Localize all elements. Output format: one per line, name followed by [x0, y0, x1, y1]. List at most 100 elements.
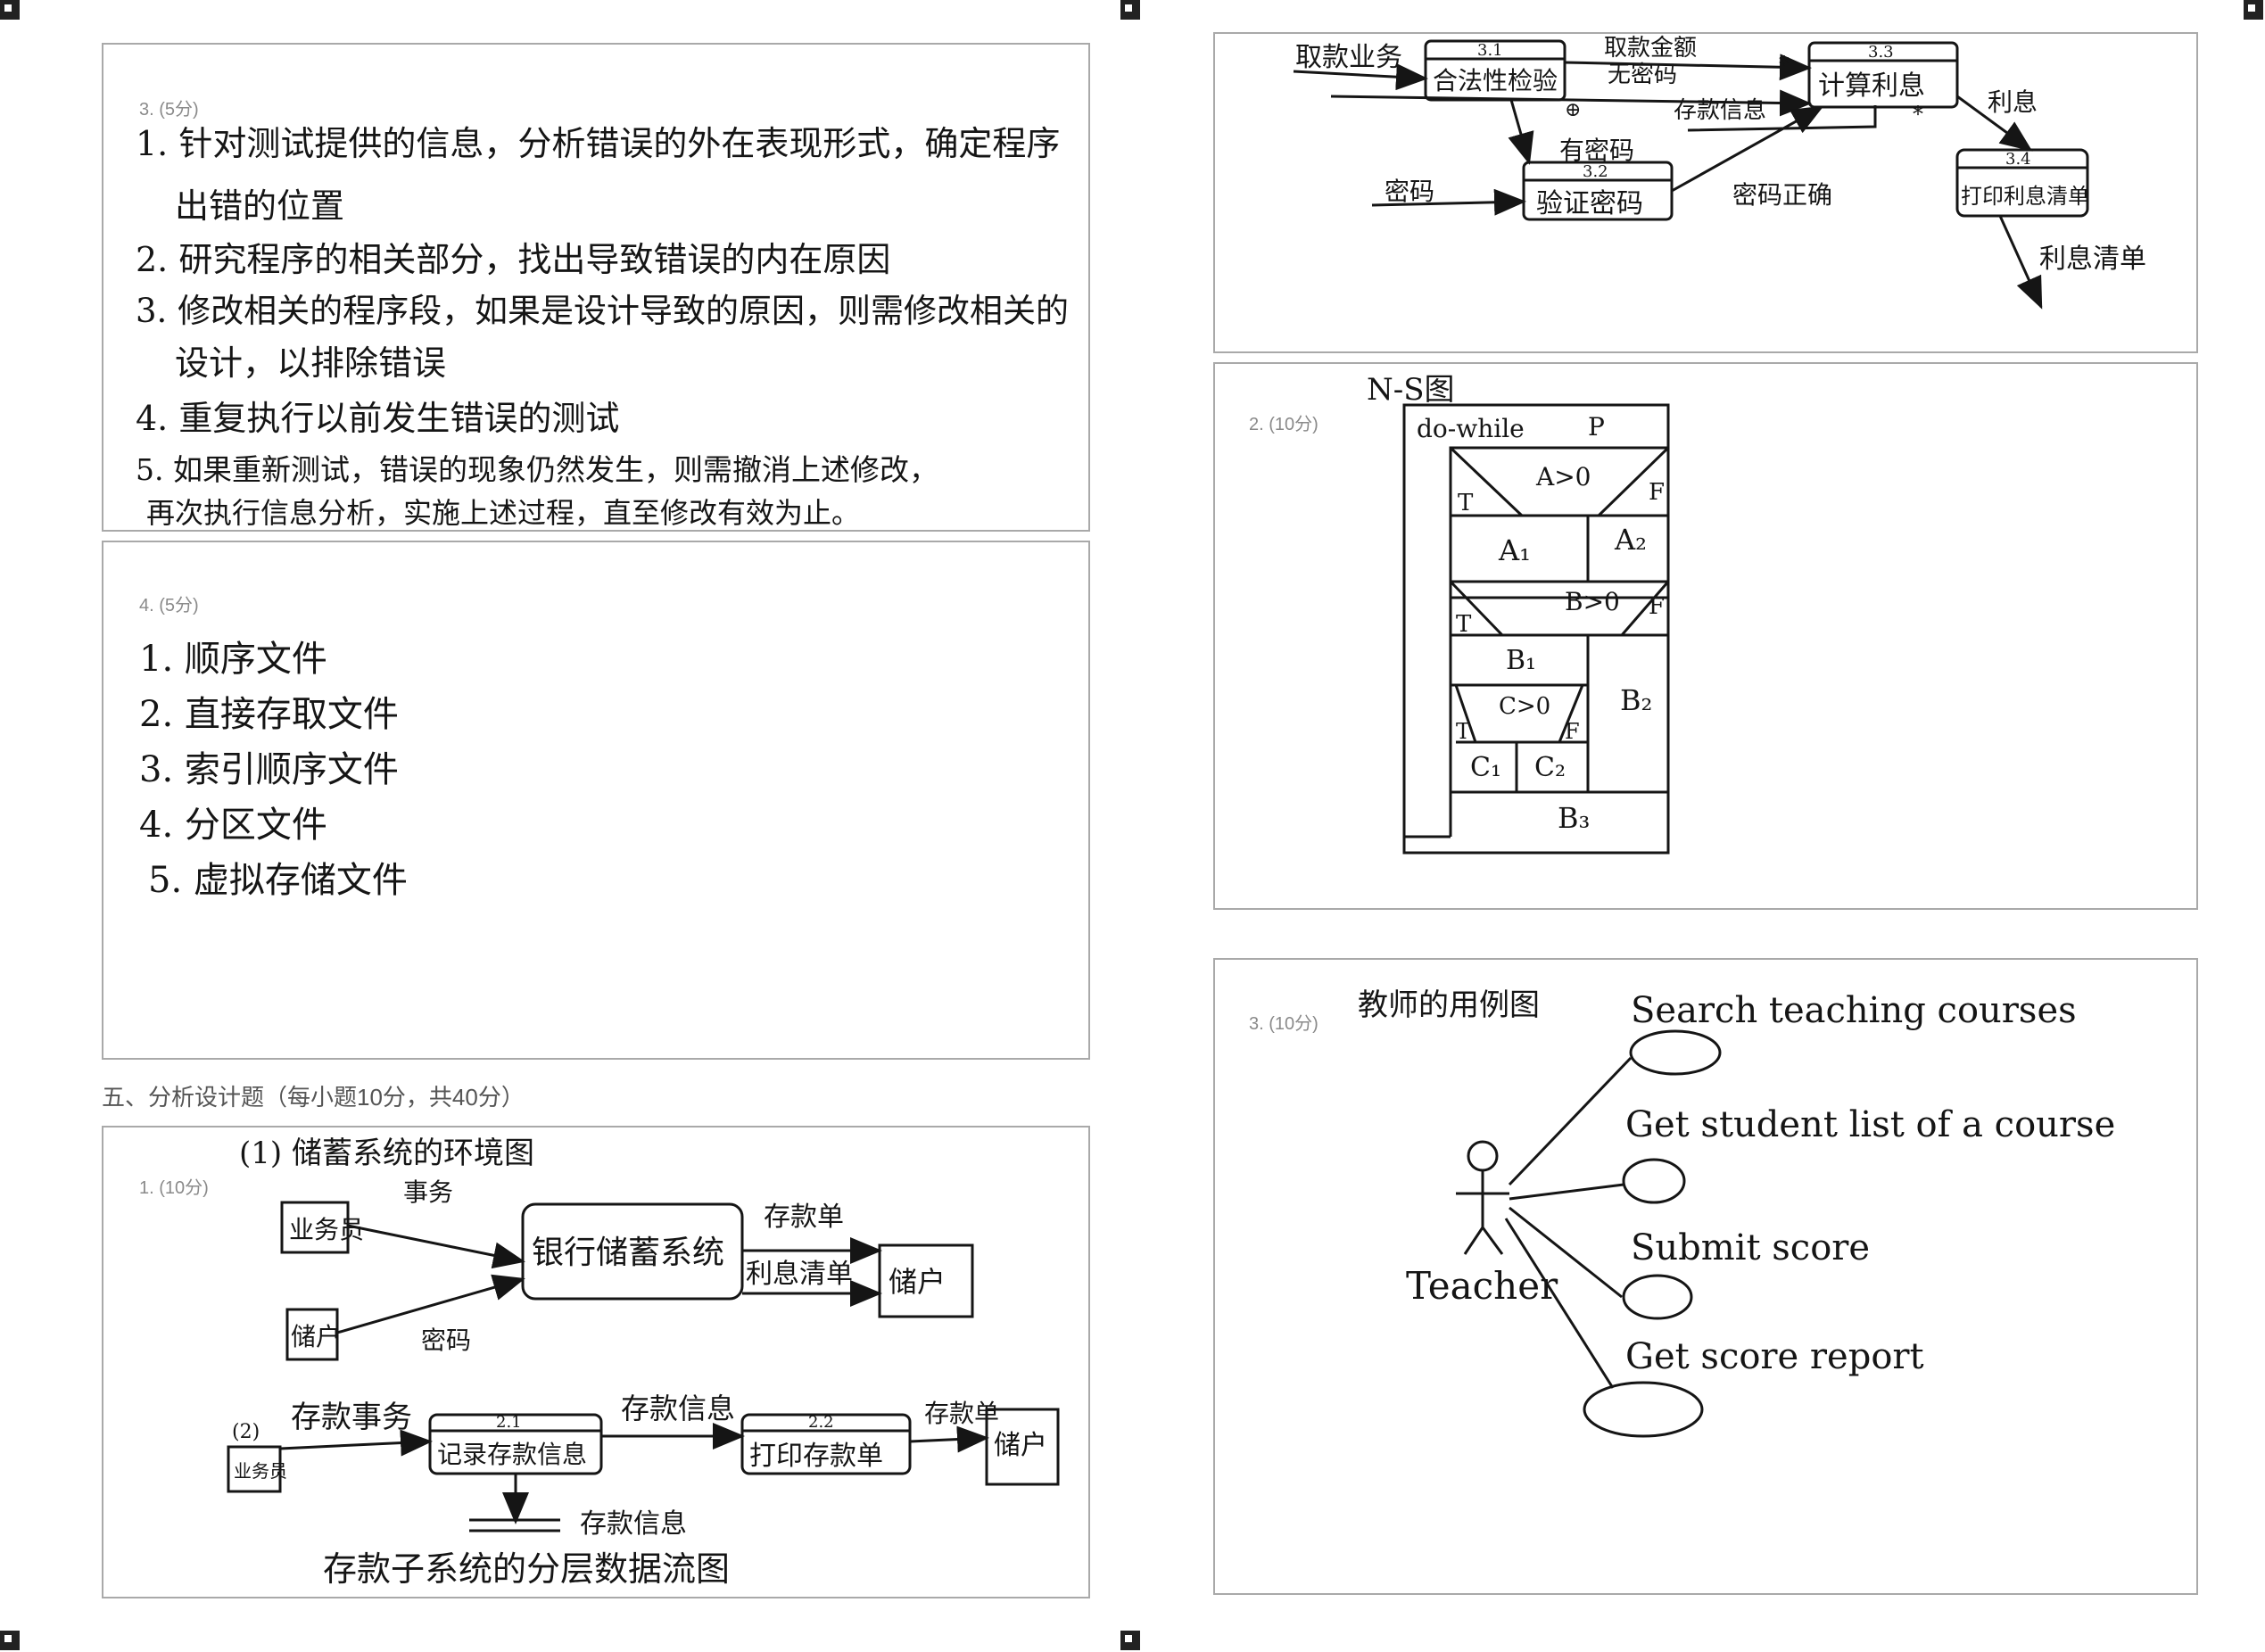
entity-depositor	[285, 1308, 339, 1361]
flow-pwdok-label: 密码正确	[1732, 180, 1832, 210]
flow-amount-label: 取款金额	[1604, 35, 1697, 62]
question-label: 1. (10分)	[139, 1177, 209, 1198]
entity-depositor-2	[985, 1408, 1060, 1486]
answer-line-5: 设计，以排除错误	[175, 343, 447, 383]
ns-b2: B₂	[1620, 683, 1652, 717]
process-2-2-name: 打印存款单	[749, 1441, 883, 1472]
corner-marker-top-left	[0, 0, 20, 20]
use-case-1-label: Search teaching courses	[1631, 990, 2077, 1031]
use-case-4-label: Get score report	[1625, 1336, 1924, 1377]
answer-box-r3: 3. (10分) 教师的用例图 Teacher Search teaching …	[1213, 958, 2198, 1595]
answer-line-8: 再次执行信息分析，实施上述过程，直至修改有效为止。	[146, 496, 861, 530]
ns-a2: A₂	[1614, 523, 1647, 557]
star-2: *	[1913, 102, 1923, 127]
flow-slip-label: 存款单	[764, 1202, 844, 1233]
flow-pwd-label: 密码	[1385, 177, 1434, 206]
corner-marker-top-right	[2244, 0, 2263, 20]
process-2-2	[740, 1413, 912, 1475]
process-3-4-id: 3.4	[2005, 150, 2031, 169]
ns-cond-b-shape	[1449, 580, 1670, 637]
process-3-1-name: 合法性检验	[1433, 66, 1558, 95]
entity-depositor-label: 储户	[291, 1322, 341, 1351]
data-store-label: 存款信息	[580, 1508, 687, 1540]
process-3-2-name: 验证密码	[1536, 188, 1643, 219]
process-3-2-id: 3.2	[1583, 162, 1608, 181]
flow-deposit-affair	[279, 1429, 433, 1457]
process-3-4-name: 打印利息清单	[1961, 184, 2089, 209]
system-label: 银行储蓄系统	[532, 1235, 724, 1271]
ns-title: N-S图	[1367, 372, 1455, 408]
use-case-3-label: Submit score	[1631, 1227, 1870, 1268]
flow-withdraw-label: 取款业务	[1295, 42, 1402, 73]
answer-line-4: 3. 修改相关的程序段，如果是设计导致的原因，则需修改相关的	[136, 292, 1070, 330]
ns-cond-b: B>0	[1565, 587, 1620, 616]
flow-affair-label: 事务	[403, 1177, 453, 1207]
corner-marker-bottom-center	[1120, 1631, 1140, 1650]
answer-box-q3: 3. (5分) 1. 针对测试提供的信息，分析错误的外在表现形式，确定程序 出错…	[102, 43, 1090, 532]
flow-password-label: 密码	[421, 1326, 471, 1355]
section-heading: 五、分析设计题（每小题10分，共40分）	[102, 1084, 525, 1111]
answer-line-3: 3. 索引顺序文件	[139, 749, 399, 790]
ns-false-c: F	[1565, 719, 1580, 744]
ns-a1: A₁	[1498, 533, 1531, 567]
star-1: *	[1779, 52, 1790, 77]
ns-diagram: 2. (10分) N-S图 do-while P A>0 T F A₁ A₂ B…	[1249, 372, 1670, 855]
ns-true-c: T	[1456, 719, 1470, 744]
flow-out-list	[1998, 215, 2043, 310]
question-label: 2. (10分)	[1249, 414, 1318, 434]
flow-affair	[347, 1224, 525, 1269]
question-label: 3. (5分)	[139, 100, 199, 120]
corner-marker-top-center	[1120, 0, 1140, 20]
flow-out-list-label: 利息清单	[2039, 244, 2146, 275]
flow-interest	[1956, 95, 2033, 152]
answer-line-1: 1. 针对测试提供的信息，分析错误的外在表现形式，确定程序	[136, 124, 1061, 163]
ns-b1: B₁	[1506, 645, 1536, 676]
circle-plus: ⊕	[1565, 99, 1581, 121]
answer-line-2: 出错的位置	[175, 186, 345, 226]
association-1	[1508, 1056, 1633, 1186]
answer-line-3: 2. 研究程序的相关部分，找出导致错误的内在原因	[136, 240, 891, 279]
context-diagram: 1. (10分) (1) 储蓄系统的环境图 业务员 储户 银行储蓄系统 储户 事…	[139, 1136, 1060, 1589]
ns-cond-c: C>0	[1499, 693, 1550, 720]
ns-true-a: T	[1458, 490, 1474, 516]
process-3-4	[1955, 148, 2089, 218]
flow-pwd	[1371, 188, 1526, 216]
flow-pwdok	[1671, 105, 1824, 193]
ns-loop-label: do-while	[1417, 414, 1525, 443]
association-3	[1509, 1206, 1623, 1299]
diagram-title: (1) 储蓄系统的环境图	[239, 1136, 534, 1171]
process-3-3	[1807, 41, 1959, 109]
use-case-2-label: Get student list of a course	[1625, 1104, 2115, 1145]
flow-deposit-info-label: 存款信息	[621, 1392, 735, 1425]
ns-outer	[1402, 403, 1670, 855]
process-2-2-id: 2.2	[808, 1413, 834, 1432]
flow-amount	[1564, 54, 1812, 81]
entity-clerk-2-label: 业务员	[234, 1460, 287, 1482]
answer-box-q5-1: 1. (10分) (1) 储蓄系统的环境图 业务员 储户 银行储蓄系统 储户 事…	[102, 1126, 1090, 1598]
ns-c1: C₁	[1470, 752, 1501, 783]
process-3-1-id: 3.1	[1477, 41, 1503, 60]
use-case-2[interactable]	[1622, 1158, 1686, 1204]
question-label: 4. (5分)	[139, 596, 199, 615]
entity-clerk-2	[227, 1445, 282, 1493]
use-case-3[interactable]	[1622, 1274, 1693, 1320]
flow-haspwd	[1508, 99, 1534, 165]
entity-clerk-label: 业务员	[289, 1215, 364, 1244]
flow-password	[336, 1274, 525, 1334]
corner-marker-bottom-left	[0, 1631, 20, 1650]
dfd-withdraw: 取款业务 3.1 合法性检验 ⊕ 取款金额 无密码 * 3.3 计算利息 * 利…	[1293, 35, 2146, 310]
actor-label: Teacher	[1406, 1264, 1558, 1308]
ns-cond-a: A>0	[1535, 462, 1591, 491]
use-case-1[interactable]	[1629, 1029, 1722, 1076]
answer-box-q4: 4. (5分) 1. 顺序文件 2. 直接存取文件 3. 索引顺序文件 4. 分…	[102, 541, 1090, 1060]
ns-b3: B₃	[1558, 801, 1590, 835]
flow-slip-2	[909, 1425, 989, 1453]
answer-line-1: 1. 顺序文件	[139, 639, 327, 680]
use-case-4[interactable]	[1583, 1381, 1704, 1438]
answer-line-6: 4. 重复执行以前发生错误的测试	[136, 399, 620, 438]
answer-box-r2: 2. (10分) N-S图 do-while P A>0 T F A₁ A₂ B…	[1213, 362, 2198, 910]
ns-true-b: T	[1456, 611, 1472, 638]
flow-haspwd-label: 有密码	[1559, 136, 1634, 165]
question-label: 3. (10分)	[1249, 1013, 1318, 1034]
answer-line-7: 5. 如果重新测试，错误的现象仍然发生，则需撤消上述修改，	[136, 452, 938, 487]
